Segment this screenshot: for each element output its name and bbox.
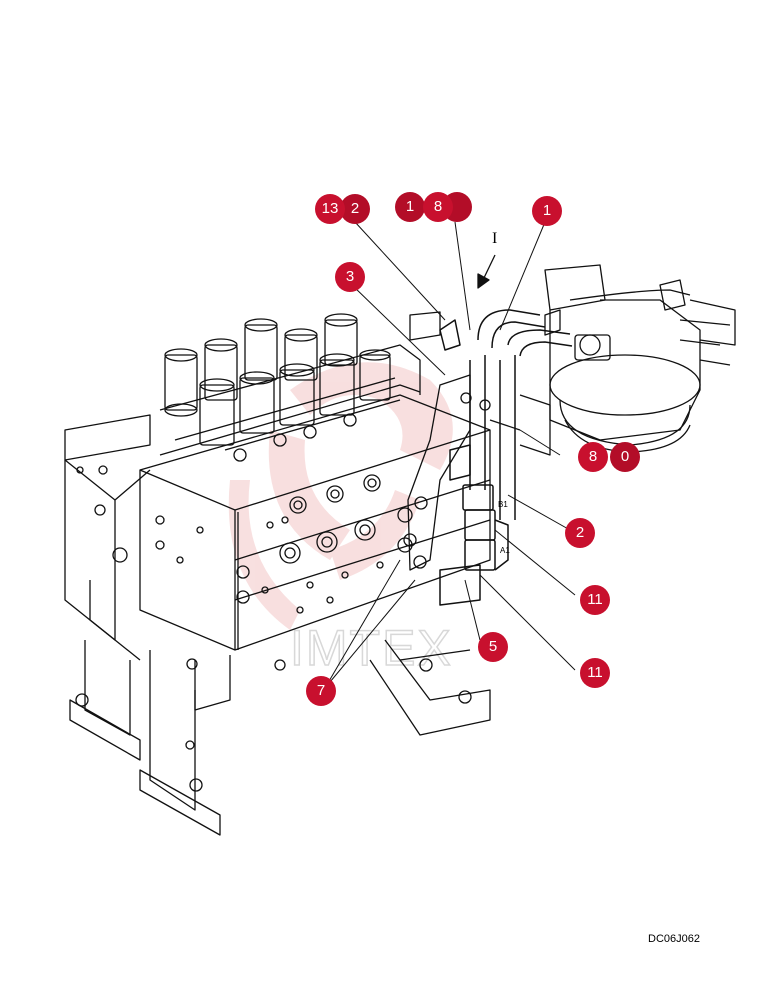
port-label-a1: A1 (500, 546, 510, 555)
solenoid (204, 338, 238, 401)
solenoid (324, 313, 358, 366)
callout-bubble: 2 (340, 194, 370, 224)
view-arrow (477, 254, 496, 289)
callout-bubble: 0 (610, 442, 640, 472)
callout-bubble: 1 (395, 192, 425, 222)
callout-bubble: 8 (578, 442, 608, 472)
callout-bubble: 2 (565, 518, 595, 548)
view-letter: I (492, 230, 498, 247)
solenoid (284, 328, 318, 381)
valve-end-block (64, 414, 151, 661)
callout-bubble: 5 (478, 632, 508, 662)
solenoid (319, 353, 355, 416)
drawing-ref-code: DC06J062 (648, 933, 700, 945)
solenoid (164, 348, 198, 417)
callout-bubble: 1 (532, 196, 562, 226)
callout-bubble: 13 (315, 194, 345, 224)
solenoid (244, 318, 278, 381)
hydraulic-pipes (439, 309, 573, 606)
solenoid (199, 378, 235, 446)
solenoid (279, 363, 315, 426)
swing-motor (409, 264, 736, 456)
callout-bubble: 7 (306, 676, 336, 706)
solenoid-bank (159, 313, 421, 462)
solenoid (359, 349, 391, 401)
control-valve-body (139, 377, 491, 651)
support-frame (69, 639, 491, 836)
callout-bubble: 3 (335, 262, 365, 292)
callout-bubble: 11 (580, 658, 610, 688)
callout-bubble: 8 (423, 192, 453, 222)
watermark-text: IMTEX (290, 620, 453, 676)
port-label-b1: B1 (498, 500, 508, 509)
callout-bubble: 11 (580, 585, 610, 615)
leader-lines (324, 221, 576, 689)
